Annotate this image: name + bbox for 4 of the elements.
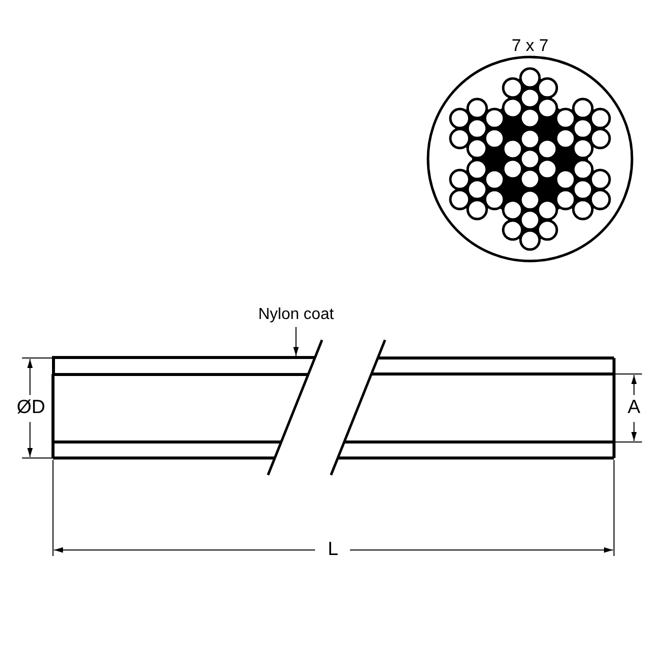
leader-line [293,326,299,356]
nylon-coat-layer [52,356,309,376]
cross-section-label: 7 x 7 [510,35,550,57]
callout-text: Nylon coat [246,305,346,325]
